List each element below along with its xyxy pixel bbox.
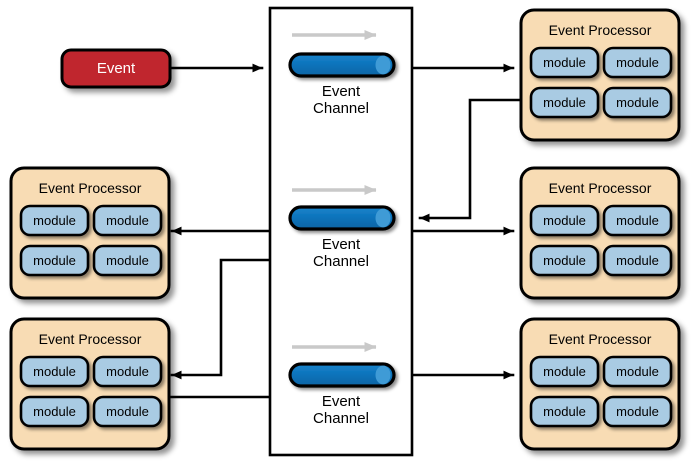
event-box[interactable]: [60, 48, 172, 89]
processor-top-right[interactable]: [519, 8, 681, 142]
processor-middle-left[interactable]: [9, 166, 171, 300]
processor-middle-right[interactable]: [519, 166, 681, 300]
channel-1-group: [288, 30, 396, 78]
channel-2-pipe: [288, 205, 396, 231]
processor-bottom-right[interactable]: [519, 317, 681, 451]
channel-2-group: [288, 185, 396, 231]
channel-3-pipe: [288, 362, 396, 388]
channel-1-pipe-cap: [375, 55, 391, 75]
channel-3-group: [288, 342, 396, 388]
processor-bottom-left[interactable]: [9, 317, 171, 451]
channel-3-pipe-cap: [375, 365, 391, 385]
channel-2-pipe-cap: [375, 208, 391, 228]
connector-channel2-to-processor-bottom-left: [170, 258, 272, 380]
connector-processor-top-right-to-channel2: [418, 98, 523, 223]
channel-1-pipe: [288, 52, 396, 78]
